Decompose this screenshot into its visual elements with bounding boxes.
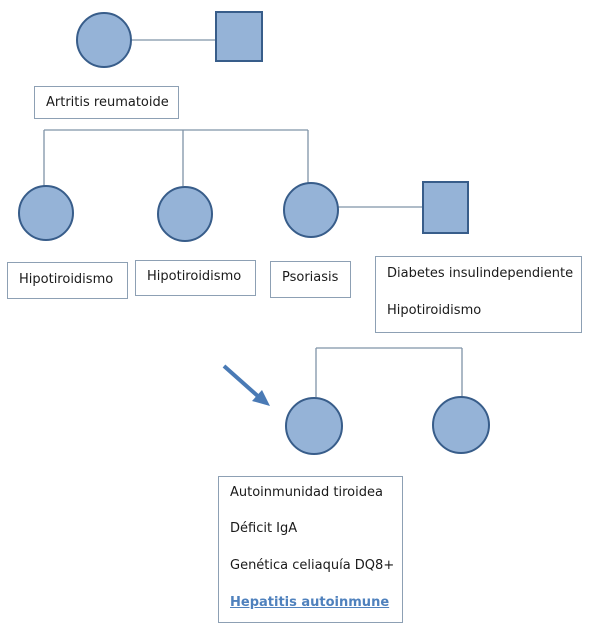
g3-sibling-node	[432, 396, 490, 454]
proband-condition-1: Autoinmunidad tiroidea	[230, 485, 383, 500]
proband-condition-box: Autoinmunidad tiroidea Déficit IgA Genét…	[218, 476, 403, 623]
g1-female-node	[76, 12, 132, 68]
g2-female-node-2	[157, 186, 213, 242]
g2-child1-condition-label: Hipotiroidismo	[19, 272, 114, 287]
g2-female-node-3	[283, 182, 339, 238]
proband-condition-2: Déficit IgA	[230, 521, 298, 536]
g2-child3-condition-box: Psoriasis	[270, 261, 351, 298]
g2-spouse-condition-box: Diabetes insulindependiente Hipotiroidis…	[375, 256, 582, 333]
g2-child2-condition-box: Hipotiroidismo	[135, 260, 256, 296]
g2-male-spouse-node	[422, 181, 469, 234]
g2-child1-condition-box: Hipotiroidismo	[7, 262, 128, 299]
g1-condition-label: Artritis reumatoide	[46, 95, 169, 110]
g1-male-node	[215, 11, 263, 62]
g2-spouse-condition-2: Hipotiroidismo	[387, 303, 482, 318]
g2-child3-condition-label: Psoriasis	[282, 270, 339, 285]
g2-female-node-1	[18, 185, 74, 241]
proband-condition-3: Genética celiaquía DQ8+	[230, 558, 395, 573]
g2-spouse-condition-1: Diabetes insulindependiente	[387, 266, 574, 281]
g2-child2-condition-label: Hipotiroidismo	[147, 269, 242, 284]
proband-arrow-shaft	[222, 364, 262, 400]
proband-arrow	[222, 364, 270, 406]
individuals	[18, 11, 490, 455]
connector-lines	[43, 39, 463, 397]
proband-arrow-head	[252, 390, 270, 406]
g1-condition-box: Artritis reumatoide	[34, 86, 179, 119]
proband-condition-4-highlight: Hepatitis autoinmune	[230, 595, 390, 610]
g3-proband-node	[285, 397, 343, 455]
